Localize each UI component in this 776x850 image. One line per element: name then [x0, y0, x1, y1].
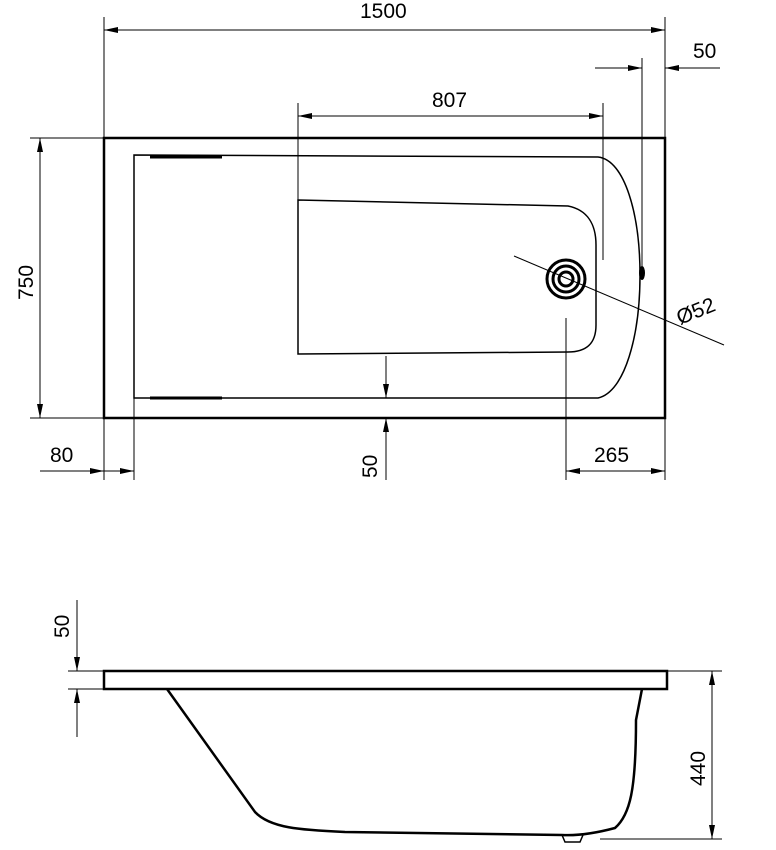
length-label: 1500 [360, 0, 407, 23]
overflow-offset-label: 50 [693, 40, 716, 63]
overflow-icon [639, 266, 645, 280]
height-dimension: 440 [600, 670, 722, 840]
width-dimension: 750 [15, 137, 104, 419]
seat-length-dimension: 807 [297, 89, 604, 260]
seat-offset-label: 50 [359, 455, 382, 478]
drain-offset-dimension: 265 [566, 418, 666, 480]
rim-thickness-label: 50 [51, 615, 74, 638]
drain-offset-label: 265 [594, 444, 629, 467]
drain-icon [545, 258, 587, 300]
tub-floor-area [297, 199, 597, 355]
height-label: 440 [687, 751, 710, 786]
tub-rim-profile [102, 669, 669, 691]
width-label: 750 [15, 265, 38, 300]
drain-leader-line [513, 255, 725, 346]
top-view: Ø52 1500 50 807 750 [15, 0, 725, 480]
seat-offset-dimension: 50 [359, 356, 389, 480]
length-dimension: 1500 [103, 0, 666, 138]
seat-length-label: 807 [432, 89, 467, 112]
tub-foot [561, 834, 584, 843]
tub-body-profile [165, 688, 644, 837]
end-offset-dimension: 80 [40, 398, 135, 480]
overflow-offset-dimension: 50 [595, 40, 720, 266]
rim-thickness-dimension: 50 [51, 600, 104, 737]
end-offset-label: 80 [50, 444, 73, 467]
drain-diameter-label: Ø52 [673, 293, 718, 329]
side-view: 50 440 [51, 600, 722, 843]
